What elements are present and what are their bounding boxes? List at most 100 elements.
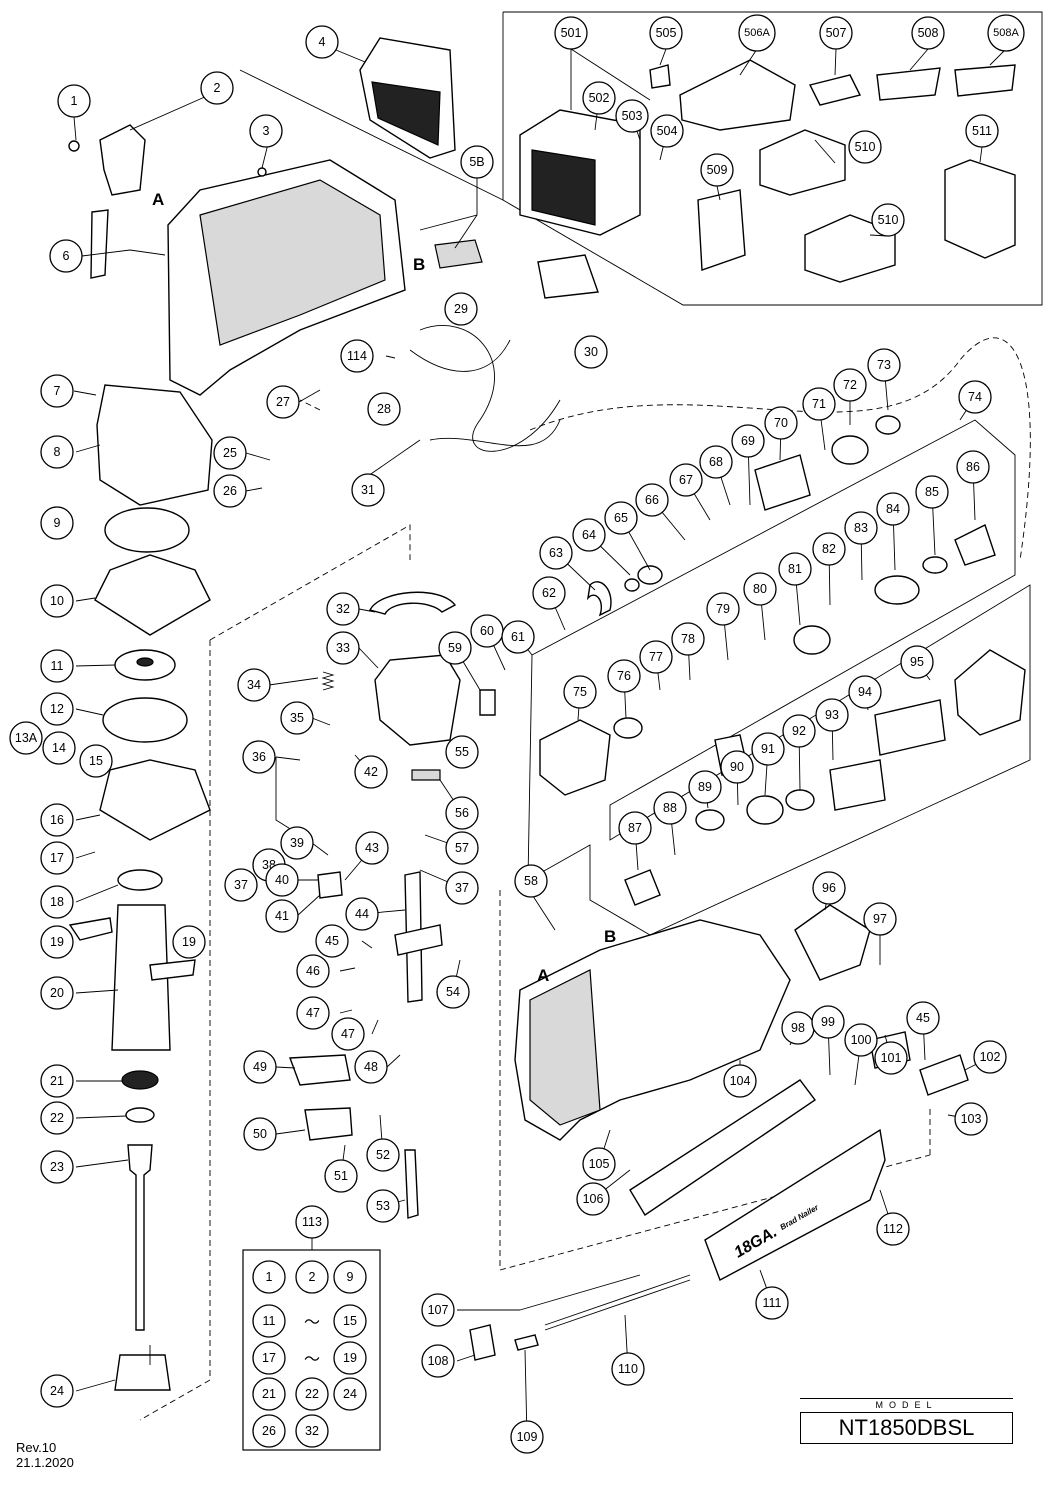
- callout-circle: [973, 1040, 1007, 1074]
- callout-number: 103: [961, 1112, 982, 1126]
- callout-circle: [848, 130, 882, 164]
- callout-circle: [611, 1352, 645, 1386]
- part-drawings: [68, 37, 1026, 1391]
- callout-47: 47: [296, 996, 330, 1030]
- callout-number: 52: [376, 1148, 390, 1162]
- callout-108: 108: [421, 1344, 455, 1378]
- callout-68: 68: [699, 445, 733, 479]
- callout-circle: [295, 1414, 329, 1448]
- callout-number: 8: [54, 445, 61, 459]
- callout-circle: [911, 16, 945, 50]
- callout-32: 32: [326, 592, 360, 626]
- callout-number: 66: [645, 493, 659, 507]
- callout-21: 21: [252, 1377, 286, 1411]
- callout-circle: [812, 871, 846, 905]
- callout-47: 47: [331, 1017, 365, 1051]
- motor-housing-75: [539, 719, 611, 796]
- callout-7: 7: [40, 374, 74, 408]
- callout-circle: [324, 1159, 358, 1193]
- callout-circle: [738, 14, 776, 52]
- callout-circle: [366, 1189, 400, 1223]
- callout-number: 110: [618, 1362, 638, 1376]
- callout-number: 18: [50, 895, 64, 909]
- callout-11: 11: [40, 649, 74, 683]
- callout-number: 106: [583, 1192, 604, 1206]
- callout-21: 21: [40, 1064, 74, 1098]
- callout-number: 92: [792, 724, 806, 738]
- callout-number: 30: [584, 345, 598, 359]
- callout-number: 33: [336, 641, 350, 655]
- callout-number: 56: [455, 806, 469, 820]
- callout-number: 15: [343, 1314, 357, 1328]
- callout-91: 91: [751, 732, 785, 766]
- callout-80: 80: [743, 572, 777, 606]
- callout-circle: [532, 576, 566, 610]
- callout-circle: [653, 791, 687, 825]
- callout-circle: [915, 475, 949, 509]
- callout-number: 89: [698, 780, 712, 794]
- callout-number: 5B: [469, 155, 484, 169]
- callout-number: 62: [542, 586, 556, 600]
- callout-number: 2: [309, 1270, 316, 1284]
- callout-number: 97: [873, 912, 887, 926]
- callout-number: 37: [234, 878, 248, 892]
- callout-circle: [615, 99, 649, 133]
- callout-104: 104: [723, 1064, 757, 1098]
- callout-circle: [819, 16, 853, 50]
- callout-number: 49: [253, 1060, 267, 1074]
- callout-79: 79: [706, 592, 740, 626]
- callout-number: 6: [63, 249, 70, 263]
- callout-number: 24: [343, 1387, 357, 1401]
- callout-number: 50: [253, 1127, 267, 1141]
- callout-circle: [40, 1064, 74, 1098]
- callout-17: 17: [252, 1341, 286, 1375]
- callout-circle: [243, 1050, 277, 1084]
- callout-circle: [954, 1102, 988, 1136]
- callout-60: 60: [470, 614, 504, 648]
- callout-number: 46: [306, 964, 320, 978]
- callout-84: 84: [876, 492, 910, 526]
- callout-number: 57: [455, 841, 469, 855]
- callout-92: 92: [782, 714, 816, 748]
- callout-20: 20: [40, 976, 74, 1010]
- callout-circle: [844, 511, 878, 545]
- callout-number: 44: [355, 907, 369, 921]
- callout-circle: [671, 622, 705, 656]
- callout-number: 510: [878, 213, 899, 227]
- callout-9: 9: [40, 506, 74, 540]
- callout-circle: [296, 954, 330, 988]
- top-cover: [96, 384, 213, 506]
- callout-circle: [40, 976, 74, 1010]
- callout-number: 48: [364, 1060, 378, 1074]
- callout-25: 25: [213, 436, 247, 470]
- callout-circle: [460, 145, 494, 179]
- model-number: NT1850DBSL: [800, 1412, 1013, 1444]
- callout-number: 51: [334, 1169, 348, 1183]
- callout-number: 53: [376, 1199, 390, 1213]
- callout-504: 504: [650, 114, 684, 148]
- callout-circle: [956, 450, 990, 484]
- callout-number: 28: [377, 402, 391, 416]
- callout-62: 62: [532, 576, 566, 610]
- callout-511: 511: [965, 114, 999, 148]
- callout-circle: [900, 645, 934, 679]
- callout-69: 69: [731, 424, 765, 458]
- callout-36: 36: [242, 740, 276, 774]
- callout-37: 37: [224, 868, 258, 902]
- ref-letters: A B B A: [152, 190, 616, 985]
- callout-32: 32: [295, 1414, 329, 1448]
- callout-75: 75: [563, 675, 597, 709]
- callout-circle: [252, 1341, 286, 1375]
- callout-number: 72: [843, 378, 857, 392]
- callout-number: 86: [966, 460, 980, 474]
- callout-105: 105: [582, 1147, 616, 1181]
- callout-circle: [172, 925, 206, 959]
- callout-number: 87: [628, 821, 642, 835]
- callout-number: 29: [454, 302, 468, 316]
- callout-22: 22: [40, 1101, 74, 1135]
- callout-number: 101: [881, 1051, 902, 1065]
- callout-53: 53: [366, 1189, 400, 1223]
- callout-number: 77: [649, 650, 663, 664]
- cylinder: [111, 904, 171, 1051]
- callout-circle: [40, 435, 74, 469]
